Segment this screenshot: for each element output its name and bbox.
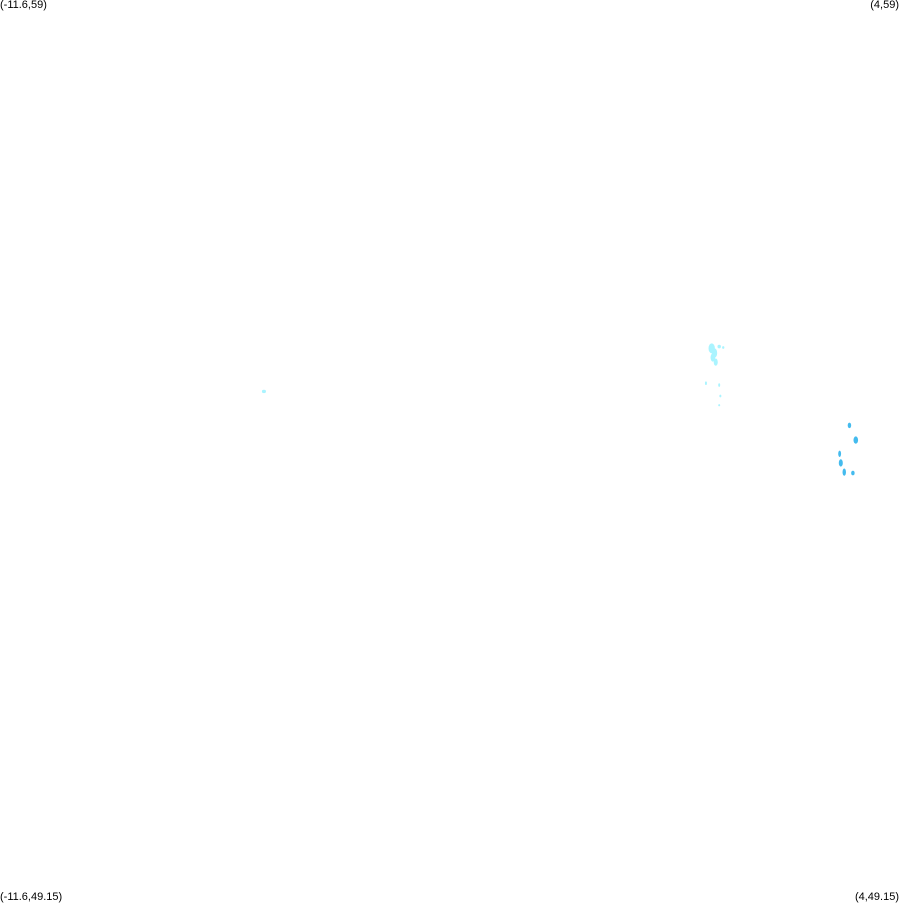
map-feature-blob <box>718 383 721 387</box>
map-feature-blob <box>722 346 725 349</box>
corner-label-bottom-left: (-11.6,49.15) <box>0 891 63 903</box>
map-feature-cluster-north <box>704 343 725 407</box>
map-feature-cluster-west <box>261 389 266 394</box>
map-feature-blob <box>842 468 846 476</box>
map-feature-blob <box>847 422 852 429</box>
map-feature-blob <box>710 353 716 362</box>
map-feature-blob <box>261 389 266 394</box>
map-feature-blob <box>704 381 707 386</box>
map-feature-blob <box>713 358 718 366</box>
map-feature-blob <box>838 450 842 458</box>
features-layer <box>261 343 859 476</box>
map-feature-blob <box>718 404 721 407</box>
map-feature-blob <box>851 470 855 476</box>
map-feature-blob <box>838 459 843 467</box>
corner-label-bottom-right: (4,49.15) <box>854 891 899 903</box>
map-feature-blob <box>719 394 722 398</box>
map-feature-blob <box>853 436 859 444</box>
corner-label-top-right: (4,59) <box>870 0 899 11</box>
map-feature-blob <box>717 344 721 349</box>
map-feature-cluster-southeast <box>838 422 859 476</box>
corner-label-top-left: (-11.6,59) <box>0 0 47 11</box>
